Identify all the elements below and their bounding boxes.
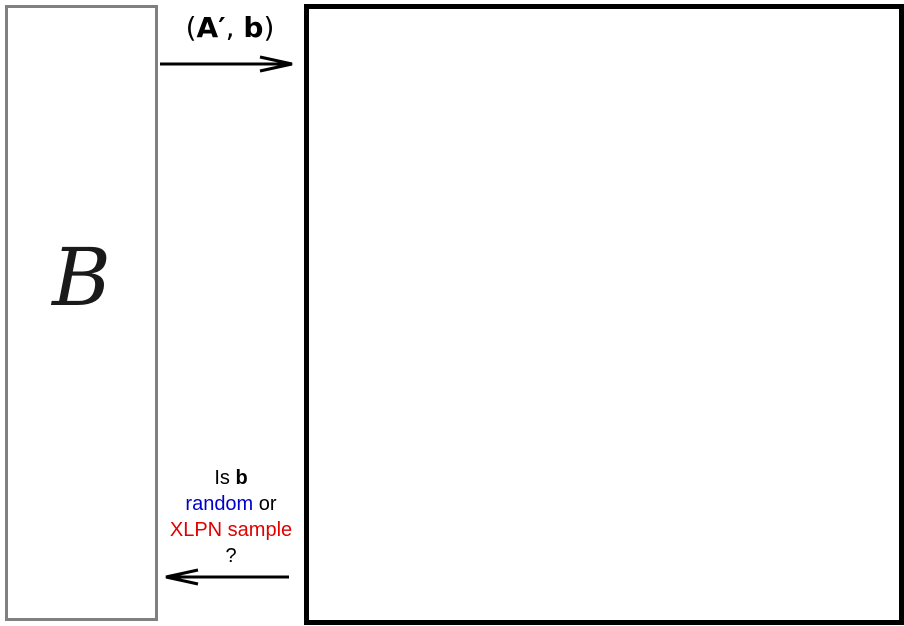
question-line-3: XLPN sample — [156, 517, 306, 543]
adversary-box: B — [5, 5, 158, 621]
matrix-a-prime: A′ — [196, 11, 226, 44]
question-b: b — [235, 467, 248, 489]
open-paren: ( — [185, 11, 197, 44]
question-line-4: ? — [156, 543, 306, 569]
random-label: random — [185, 493, 254, 515]
left-arrow — [165, 568, 289, 586]
question-mark: ? — [225, 545, 237, 567]
vector-b: b — [243, 11, 264, 44]
close-paren: ) — [263, 11, 275, 44]
xlpn-label: XLPN sample — [169, 519, 293, 541]
question-label: Is b random or XLPN sample ? — [156, 465, 306, 569]
adversary-symbol: B — [52, 231, 111, 324]
comma: , — [225, 11, 235, 44]
question-line-1: Is b — [156, 465, 306, 491]
question-line-2: random or — [156, 491, 306, 517]
sent-message-label: (A′, b) — [160, 8, 300, 48]
right-arrow — [160, 55, 293, 73]
challenger-box — [304, 4, 904, 625]
question-is: Is — [214, 467, 230, 489]
question-or: or — [258, 493, 277, 515]
